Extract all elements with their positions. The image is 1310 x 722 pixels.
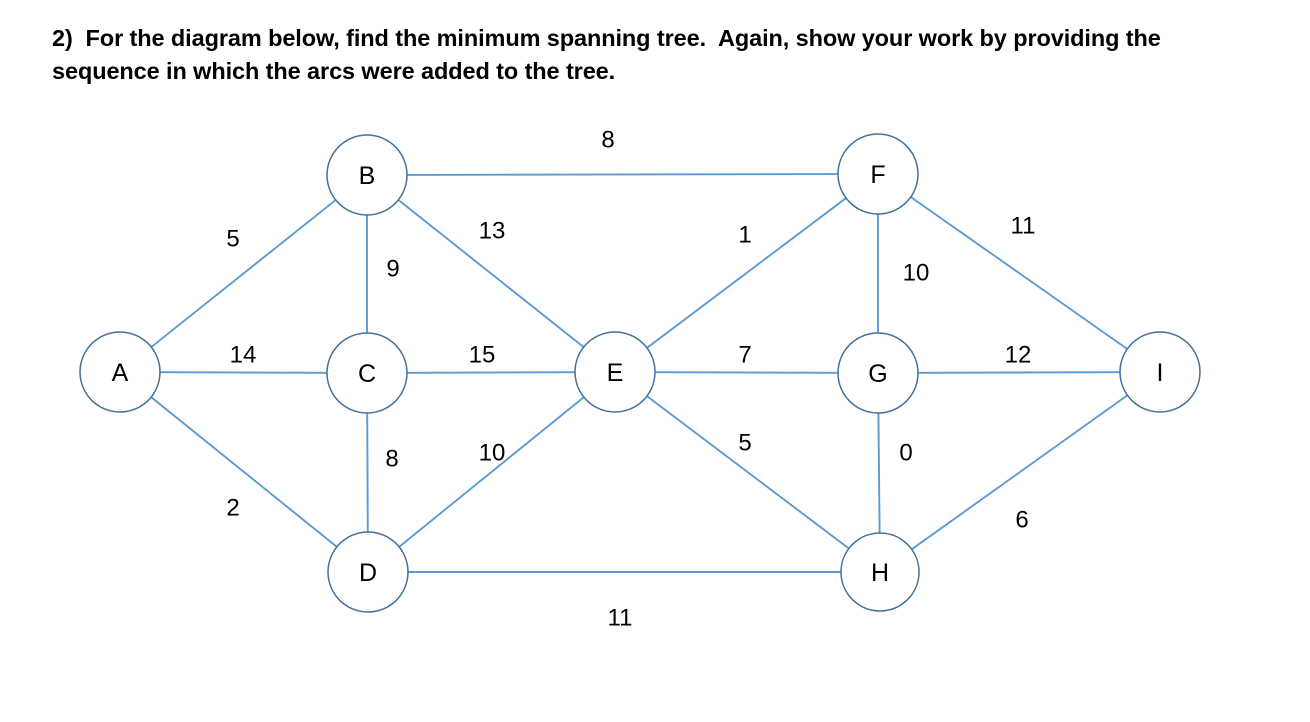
graph-node-h [840, 532, 920, 612]
edge-weight-f-g: 10 [903, 260, 930, 287]
edge-weight-e-h: 5 [738, 430, 751, 457]
edge-weight-b-f: 8 [601, 127, 614, 154]
graph-node-label-b: B [359, 162, 376, 190]
graph-edge-e-g [654, 371, 839, 374]
graph-node-c [326, 332, 408, 414]
edge-weight-a-b: 5 [226, 226, 239, 253]
edge-weight-b-c: 9 [386, 256, 399, 283]
graph-edge-a-d [150, 396, 338, 548]
graph-node-label-a: A [112, 359, 129, 387]
edge-weight-g-h: 0 [899, 440, 912, 467]
edge-weight-h-i: 6 [1015, 507, 1028, 534]
edge-weight-e-g: 7 [738, 342, 751, 369]
edge-weight-c-d: 8 [385, 446, 398, 473]
graph-edge-d-e [398, 396, 585, 548]
graph-node-label-f: F [870, 161, 885, 189]
edge-weight-a-c: 14 [230, 342, 257, 369]
graph-edge-a-b [150, 199, 337, 348]
edge-weight-a-d: 2 [226, 495, 239, 522]
graph-node-f [837, 133, 919, 215]
edge-weight-d-e: 10 [479, 440, 506, 467]
graph-node-label-h: H [871, 559, 889, 587]
graph-node-label-e: E [607, 359, 624, 387]
graph-edge-g-i [917, 371, 1121, 374]
graph-node-g [837, 332, 919, 414]
graph-edge-f-i [910, 196, 1128, 350]
graph-node-i [1119, 331, 1201, 413]
edge-weight-g-i: 12 [1005, 342, 1032, 369]
edge-weight-e-f: 1 [738, 222, 751, 249]
graph-edge-e-f [646, 197, 847, 349]
edge-weight-d-h: 11 [608, 605, 633, 632]
graph-node-label-g: G [868, 360, 887, 388]
graph-edge-b-f [406, 173, 839, 176]
graph-node-b [326, 134, 408, 216]
graph-edge-b-e [397, 199, 585, 348]
graph-node-a [79, 331, 161, 413]
graph-edges [150, 173, 1129, 573]
graph-edge-g-h [877, 412, 881, 534]
graph-node-e [574, 331, 656, 413]
edge-weight-b-e: 13 [479, 218, 506, 245]
graph-edge-a-c [159, 371, 328, 374]
graph-node-d [327, 531, 409, 613]
graph-nodes: A B C D E F G H I [79, 133, 1201, 613]
edge-weight-c-e: 15 [469, 342, 496, 369]
graph-node-label-i: I [1157, 359, 1164, 387]
graph-edge-c-d [366, 412, 369, 533]
edge-weight-f-i: 11 [1011, 213, 1036, 240]
graph-edge-h-i [911, 394, 1129, 551]
graph-edge-c-e [406, 371, 576, 374]
graph-node-label-c: C [358, 360, 376, 388]
graph-edge-e-h [646, 395, 850, 550]
question-prompt: 2) For the diagram below, find the minim… [52, 25, 1168, 84]
graph-node-label-d: D [359, 559, 377, 587]
